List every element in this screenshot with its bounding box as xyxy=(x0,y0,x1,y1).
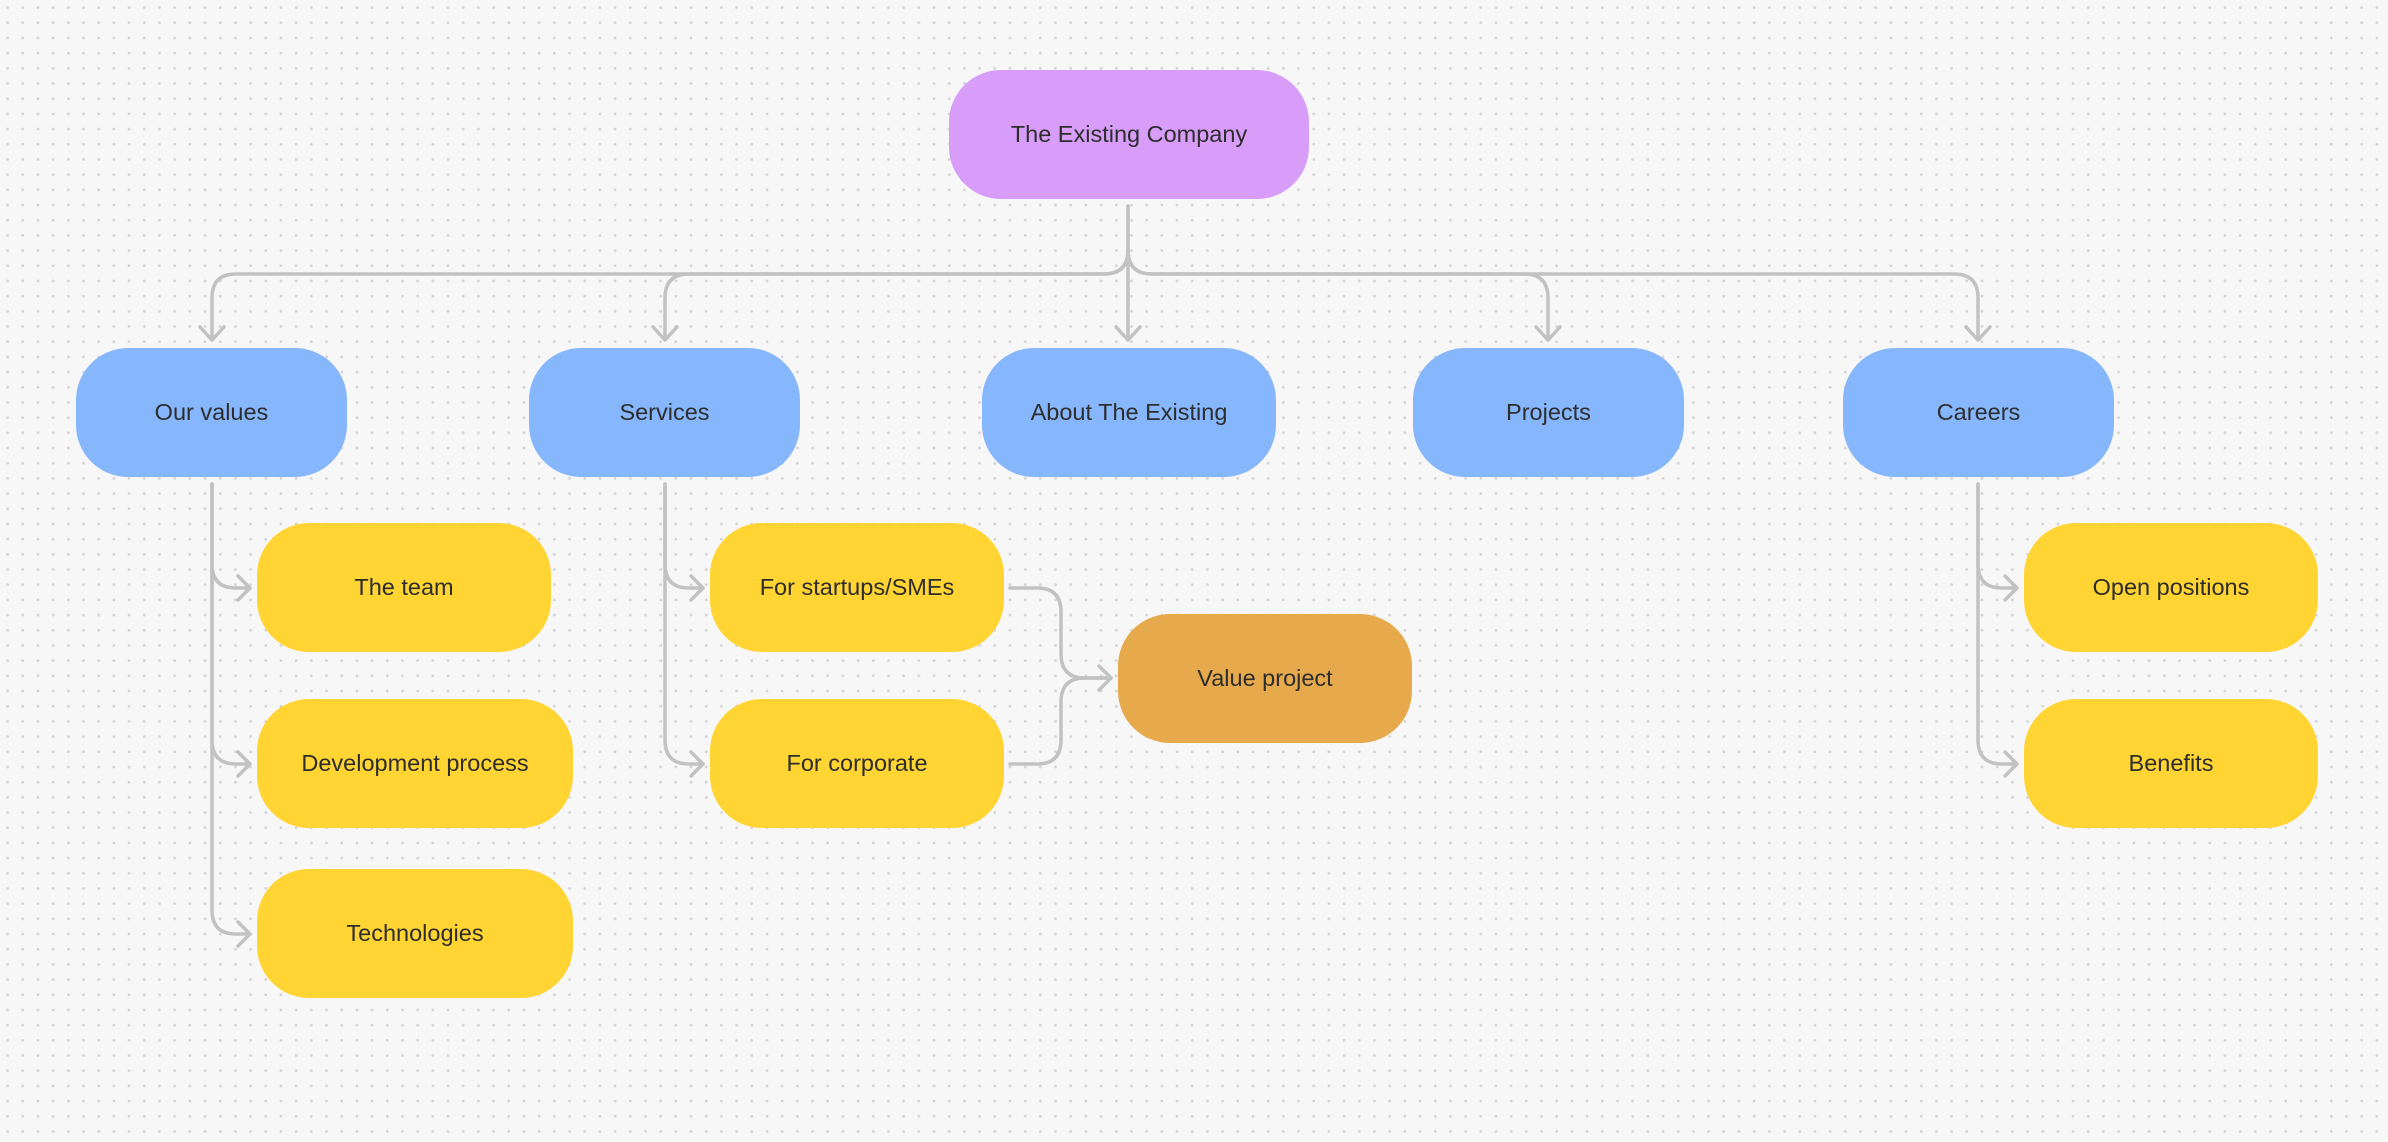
node-open-positions[interactable]: Open positions xyxy=(2024,523,2318,652)
edge-careers-benefits xyxy=(1976,482,2019,778)
node-the-team[interactable]: The team xyxy=(257,523,551,652)
edge-root-projects xyxy=(1126,248,1562,342)
node-development-process[interactable]: Development process xyxy=(257,699,573,828)
edge-values-devproc xyxy=(210,482,252,778)
node-projects[interactable]: Projects xyxy=(1413,348,1684,477)
node-our-values[interactable]: Our values xyxy=(76,348,347,477)
edge-startups-valueproj xyxy=(1008,586,1113,680)
edge-services-corporate xyxy=(663,482,705,778)
node-for-startups-smes[interactable]: For startups/SMEs xyxy=(710,523,1004,652)
edge-careers-openpos xyxy=(1976,482,2019,602)
node-about-the-existing[interactable]: About The Existing xyxy=(982,348,1276,477)
node-value-project[interactable]: Value project xyxy=(1118,614,1412,743)
node-benefits[interactable]: Benefits xyxy=(2024,699,2318,828)
edge-values-tech xyxy=(210,482,252,948)
edge-corporate-valueproj xyxy=(1008,664,1113,766)
edge-root-about xyxy=(1114,204,1142,342)
edge-root-services xyxy=(651,248,1130,342)
edge-values-team xyxy=(210,482,252,602)
node-for-corporate[interactable]: For corporate xyxy=(710,699,1004,828)
node-services[interactable]: Services xyxy=(529,348,800,477)
edge-root-careers xyxy=(1126,248,1992,342)
node-careers[interactable]: Careers xyxy=(1843,348,2114,477)
node-technologies[interactable]: Technologies xyxy=(257,869,573,998)
edge-services-startups xyxy=(663,482,705,602)
node-the-existing-company[interactable]: The Existing Company xyxy=(949,70,1309,199)
